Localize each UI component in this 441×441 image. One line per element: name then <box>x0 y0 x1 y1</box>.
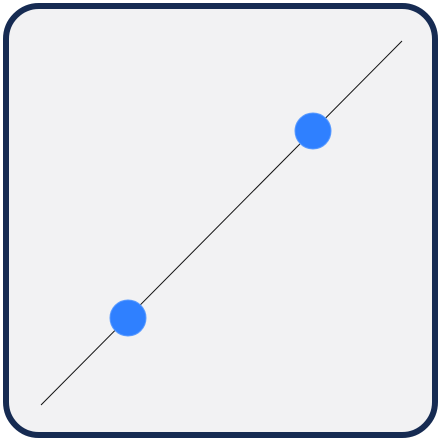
game-board-frame <box>3 3 438 438</box>
upper-handle[interactable] <box>294 112 332 150</box>
diagonal-line <box>40 40 403 406</box>
lower-handle[interactable] <box>109 299 147 337</box>
